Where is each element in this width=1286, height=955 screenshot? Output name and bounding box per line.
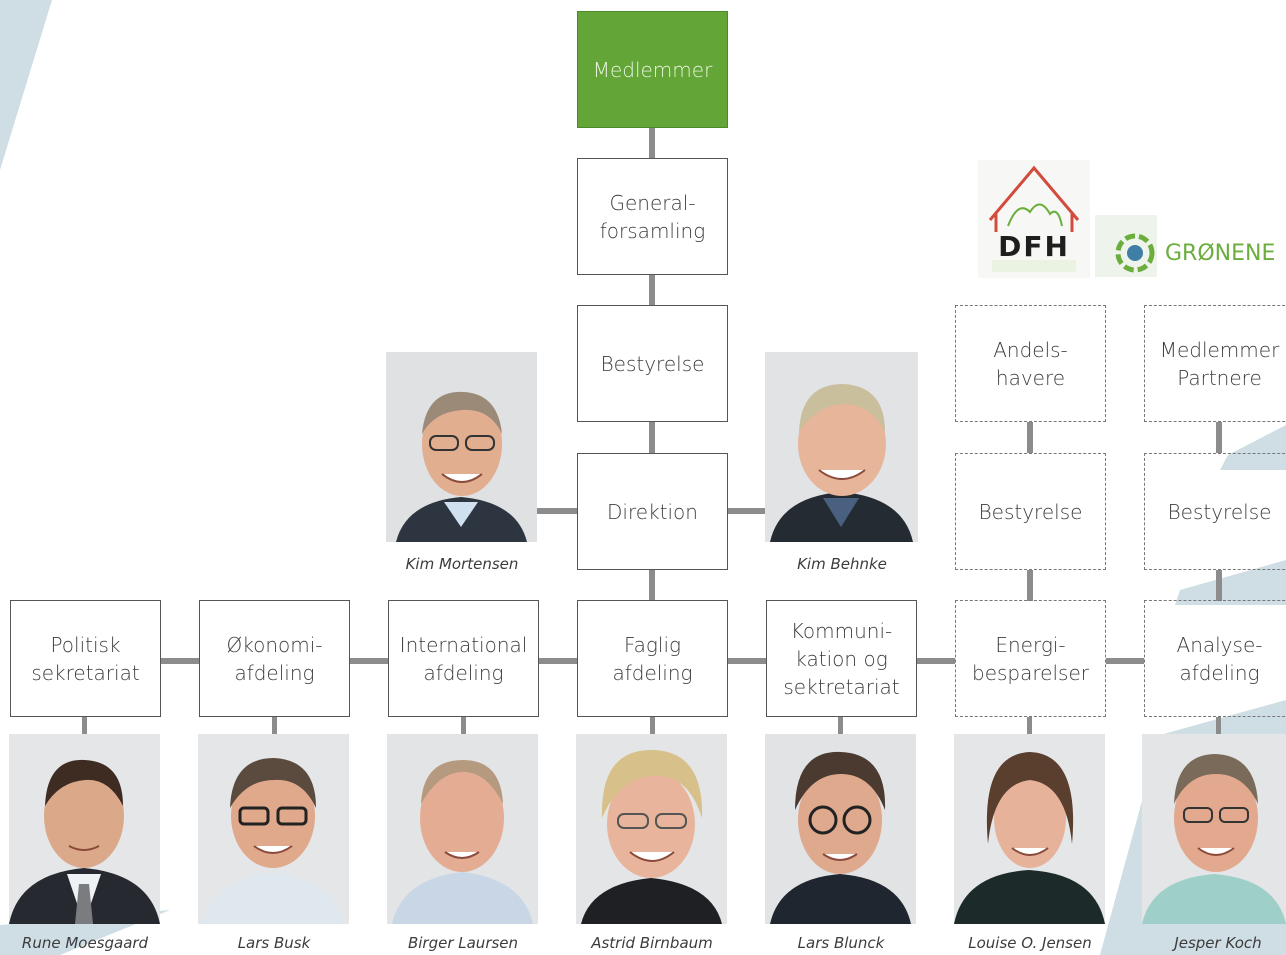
portrait-icon xyxy=(576,734,727,924)
connector xyxy=(728,508,765,514)
photo-louise-jensen xyxy=(954,734,1105,924)
portrait-icon xyxy=(386,352,537,542)
connector xyxy=(539,658,577,664)
connector xyxy=(1216,422,1222,453)
caption-rune-moesgaard: Rune Moesgaard xyxy=(21,934,149,952)
connector xyxy=(350,658,388,664)
caption-lars-blunck: Lars Blunck xyxy=(797,934,885,952)
photo-lars-busk xyxy=(198,734,349,924)
photo-jesper-koch xyxy=(1142,734,1286,924)
gron-energi-swirl-icon xyxy=(1095,215,1157,277)
caption-kim-mortensen: Kim Mortensen xyxy=(405,555,519,573)
photo-kim-mortensen xyxy=(386,352,537,542)
connector xyxy=(1027,717,1032,734)
connector xyxy=(649,128,655,158)
caption-kim-behnke: Kim Behnke xyxy=(797,555,887,573)
connector xyxy=(838,717,843,734)
caption-louise-jensen: Louise O. Jensen xyxy=(968,934,1092,952)
connector xyxy=(917,658,955,664)
portrait-icon xyxy=(1142,734,1286,924)
portrait-icon xyxy=(765,734,916,924)
connector xyxy=(1106,658,1144,664)
gron-energi-logo: GRØNENE xyxy=(1095,215,1286,277)
box-generalforsamling: General- forsamling xyxy=(577,158,728,275)
caption-lars-busk: Lars Busk xyxy=(237,934,311,952)
connector xyxy=(160,658,200,664)
photo-birger-laursen xyxy=(387,734,538,924)
photo-astrid-birnbaum xyxy=(576,734,727,924)
connector xyxy=(650,717,655,734)
box-andelshavere: Andels- havere xyxy=(955,305,1106,422)
box-energibesparelser: Energi- besparelser xyxy=(955,600,1106,717)
connector xyxy=(1027,422,1033,453)
box-analyseafdeling: Analyse- afdeling xyxy=(1144,600,1286,717)
portrait-icon xyxy=(198,734,349,924)
dfh-house-icon xyxy=(978,160,1090,278)
connector xyxy=(649,570,655,601)
connector xyxy=(272,717,277,734)
box-ge-bestyrelse: Bestyrelse xyxy=(1144,453,1286,570)
portrait-icon xyxy=(387,734,538,924)
portrait-icon xyxy=(954,734,1105,924)
connector xyxy=(1216,570,1222,601)
box-medlemmer-partnere: Medlemmer Partnere xyxy=(1144,305,1286,422)
box-direktion: Direktion xyxy=(577,453,728,570)
caption-jesper-koch: Jesper Koch xyxy=(1174,934,1262,952)
connector xyxy=(537,508,577,514)
dfh-logo: DFH xyxy=(978,160,1090,278)
gron-energi-logo-text: GRØNENE xyxy=(1165,241,1276,266)
caption-astrid-birnbaum: Astrid Birnbaum xyxy=(591,934,713,952)
portrait-icon xyxy=(765,352,918,542)
box-politisk-sekretariat: Politisk sekretariat xyxy=(10,600,161,717)
box-dfh-bestyrelse: Bestyrelse xyxy=(955,453,1106,570)
dfh-logo-text: DFH xyxy=(998,230,1070,263)
connector xyxy=(461,717,466,734)
connector xyxy=(82,717,87,734)
box-okonomiafdeling: Økonomi- afdeling xyxy=(199,600,350,717)
connector xyxy=(649,422,655,453)
connector xyxy=(649,275,655,305)
photo-lars-blunck xyxy=(765,734,916,924)
portrait-icon xyxy=(9,734,160,924)
photo-rune-moesgaard xyxy=(9,734,160,924)
photo-kim-behnke xyxy=(765,352,918,542)
caption-birger-laursen: Birger Laursen xyxy=(407,934,519,952)
connector xyxy=(1216,717,1221,734)
box-faglig-afdeling: Faglig afdeling xyxy=(577,600,728,717)
box-kommunikation: Kommuni- kation og sektretariat xyxy=(766,600,917,717)
connector xyxy=(728,658,766,664)
box-medlemmer: Medlemmer xyxy=(577,11,728,128)
connector xyxy=(1027,570,1033,601)
box-bestyrelse: Bestyrelse xyxy=(577,305,728,422)
box-international-afdeling: International afdeling xyxy=(388,600,539,717)
